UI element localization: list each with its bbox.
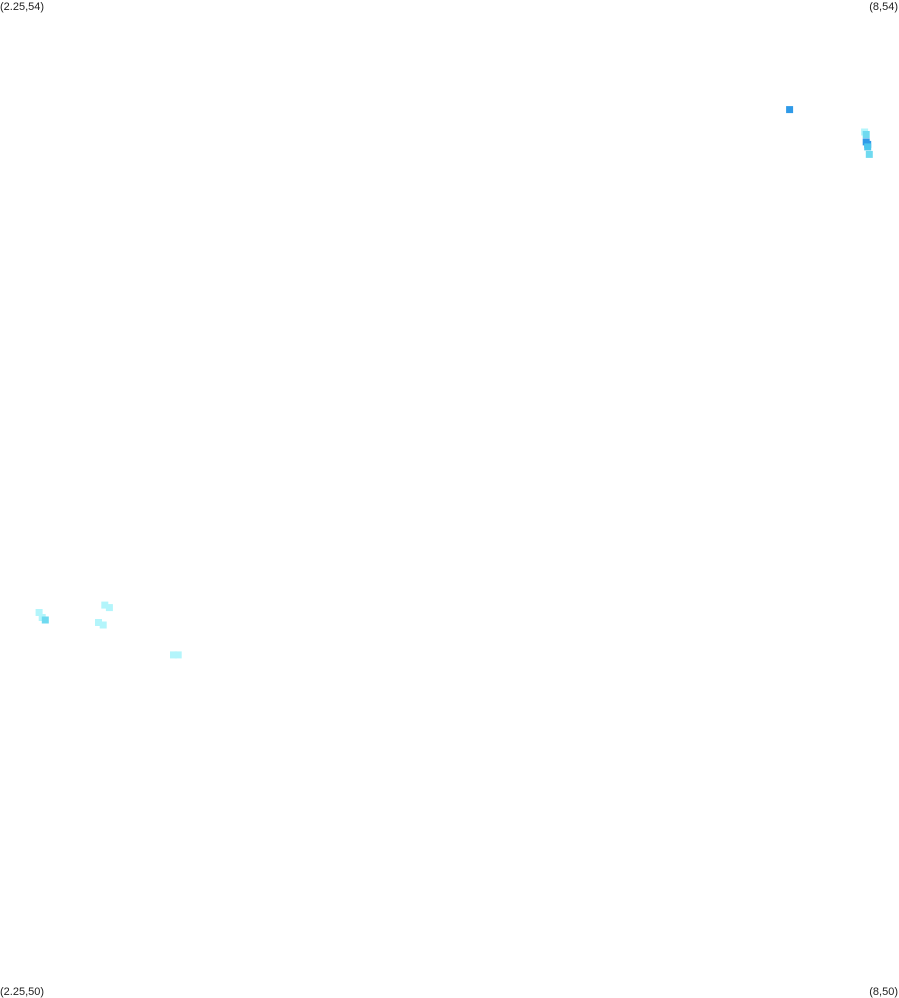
map-point: [99, 621, 107, 629]
map-point: [864, 143, 872, 151]
corner-label-bottom-left: (2.25,50): [0, 986, 45, 998]
map-point: [95, 619, 102, 626]
corner-label-bottom-right: (8,50): [869, 986, 898, 998]
map-point: [105, 604, 113, 612]
map-point: [35, 609, 43, 616]
map-point: [41, 616, 49, 624]
map-point: [170, 651, 177, 659]
map-point: [786, 106, 794, 114]
map-point: [865, 150, 873, 158]
corner-label-top-right: (8,54): [869, 1, 898, 13]
data-points-layer: [35, 106, 873, 659]
map-point: [862, 131, 870, 138]
map-point: [101, 601, 109, 609]
corner-label-top-left: (2.25,54): [0, 1, 45, 13]
map-point: [174, 651, 182, 659]
